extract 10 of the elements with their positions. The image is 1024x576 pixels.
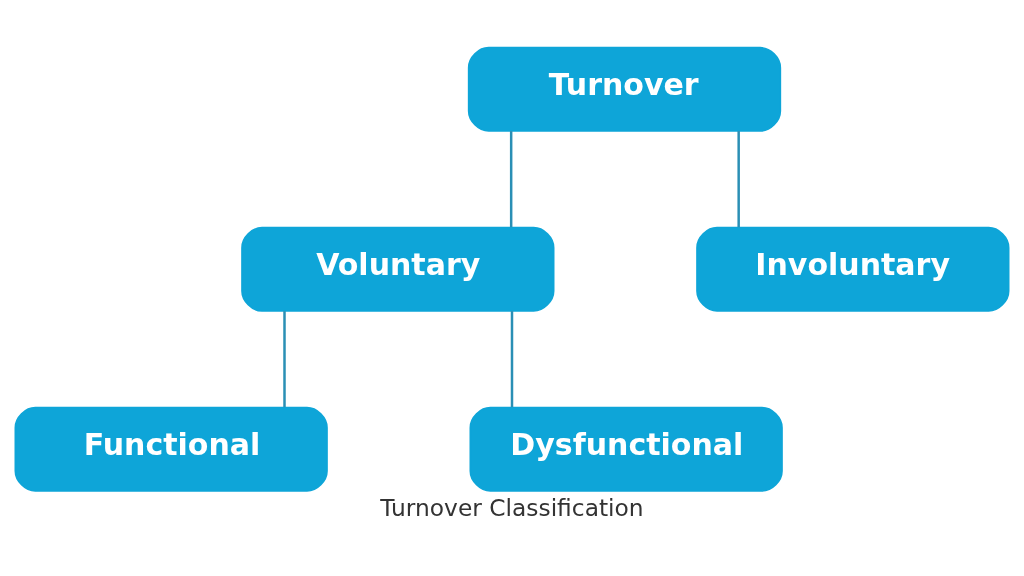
connector	[510, 310, 514, 407]
connector	[509, 130, 513, 227]
connector	[283, 310, 286, 407]
node-box: Functional	[14, 406, 328, 492]
caption: Turnover Classification	[380, 493, 644, 522]
node-box: Turnover	[467, 46, 782, 132]
node-box: Voluntary	[241, 226, 555, 312]
node-box: Dysfunctional	[469, 406, 783, 492]
node-box: Involuntary	[696, 226, 1010, 312]
connector	[737, 130, 740, 227]
